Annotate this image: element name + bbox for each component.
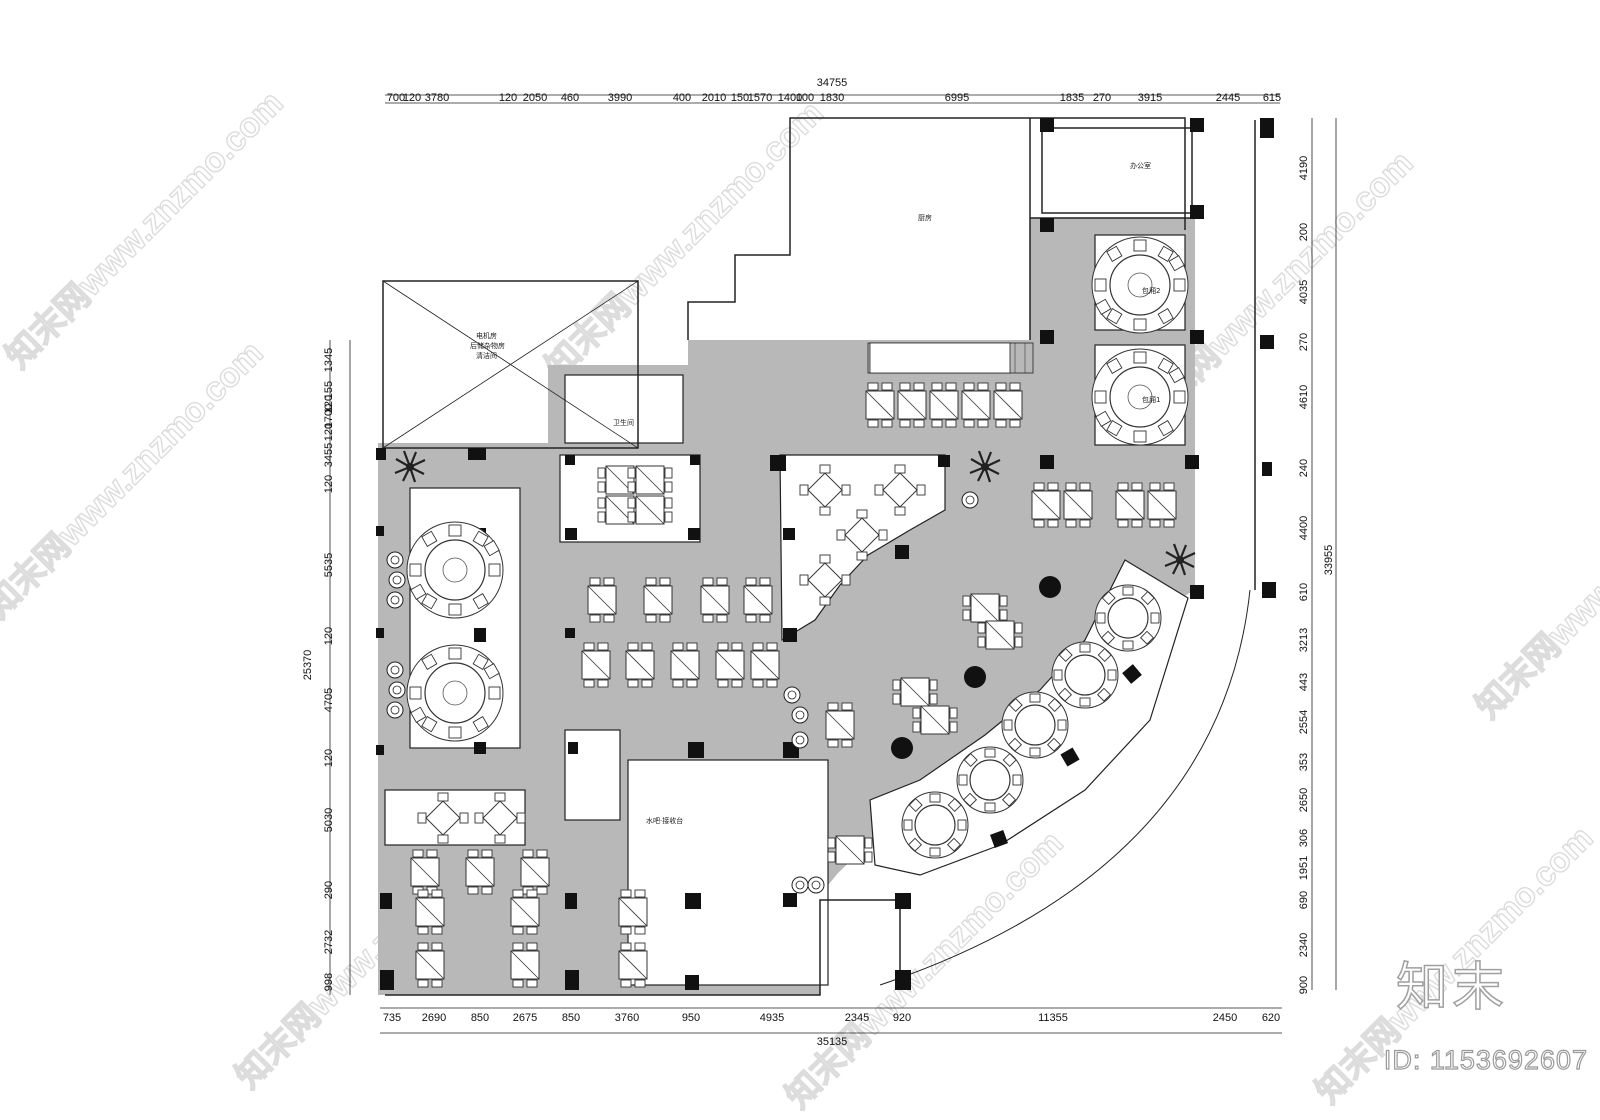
room-mech-3: 清洁间 bbox=[476, 351, 497, 360]
dim-right-seg: 240 bbox=[1298, 459, 1310, 477]
structural-columns bbox=[376, 118, 1276, 990]
dim-left-seg: 155 bbox=[323, 381, 335, 399]
dim-top-seg: 3990 bbox=[608, 92, 632, 104]
dim-left-seg: 1345 bbox=[323, 348, 335, 372]
dim-right-seg: 4400 bbox=[1298, 516, 1310, 540]
dim-left-seg: 290 bbox=[323, 881, 335, 899]
dim-bottom-seg: 950 bbox=[682, 1012, 700, 1024]
dim-left-seg: 5535 bbox=[323, 553, 335, 577]
dim-left-seg: 998 bbox=[323, 973, 335, 991]
dim-top-seg: 400 bbox=[673, 92, 691, 104]
dim-top-seg: 150 bbox=[731, 92, 749, 104]
dim-top-seg: 2010 bbox=[702, 92, 726, 104]
dim-left-seg: 120 bbox=[323, 627, 335, 645]
staircase bbox=[869, 342, 1011, 374]
svg-text:知末网www.znzmo.com: 知末网www.znzmo.com bbox=[1469, 434, 1600, 726]
dim-right-seg: 2340 bbox=[1298, 933, 1310, 957]
brand-logo-text: 知末 bbox=[1395, 957, 1508, 1019]
dim-top-seg: 1570 bbox=[748, 92, 772, 104]
dim-right-seg: 4190 bbox=[1298, 156, 1310, 180]
dim-right-seg: 4610 bbox=[1298, 385, 1310, 409]
dim-bottom-seg: 620 bbox=[1262, 1012, 1280, 1024]
dim-top-seg: 1835 bbox=[1060, 92, 1084, 104]
dim-right-seg: 270 bbox=[1298, 333, 1310, 351]
dim-bottom-seg: 2675 bbox=[513, 1012, 537, 1024]
dim-bottom-seg: 850 bbox=[471, 1012, 489, 1024]
dim-top-seg: 3915 bbox=[1138, 92, 1162, 104]
dim-right-seg: 1951 bbox=[1298, 856, 1310, 880]
dim-left-seg: 2732 bbox=[323, 930, 335, 954]
dim-top-seg: 120 bbox=[403, 92, 421, 104]
dim-left-seg: 120 bbox=[323, 395, 335, 413]
dimension-lines bbox=[329, 94, 1337, 1034]
dim-right-seg: 200 bbox=[1298, 223, 1310, 241]
room-private-2: 包厢2 bbox=[1142, 286, 1160, 295]
dim-right-total: 33955 bbox=[1323, 545, 1335, 576]
room-office: 办公室 bbox=[1130, 161, 1151, 170]
dim-right-seg: 3213 bbox=[1298, 628, 1310, 652]
dim-left-seg: 1700 bbox=[323, 404, 335, 428]
dim-left-seg: 120 bbox=[323, 749, 335, 767]
room-mech-1: 电机房 bbox=[476, 331, 497, 340]
dim-bottom-seg: 850 bbox=[562, 1012, 580, 1024]
dim-left-seg: 4705 bbox=[323, 688, 335, 712]
dim-left-seg: 120 bbox=[323, 423, 335, 441]
dim-bottom-seg: 920 bbox=[893, 1012, 911, 1024]
dim-bottom-seg: 2450 bbox=[1213, 1012, 1237, 1024]
room-private-1: 包厢1 bbox=[1142, 395, 1160, 404]
svg-text:知末网www.znzmo.com: 知末网www.znzmo.com bbox=[0, 84, 291, 376]
dim-right-seg: 2650 bbox=[1298, 788, 1310, 812]
dim-top-seg: 3780 bbox=[425, 92, 449, 104]
dim-top-seg: 270 bbox=[1093, 92, 1111, 104]
dim-right-seg: 353 bbox=[1298, 753, 1310, 771]
room-outlines bbox=[382, 117, 1256, 996]
planters bbox=[386, 449, 1197, 894]
dim-left-seg: 120 bbox=[323, 475, 335, 493]
dim-top-seg: 700 bbox=[387, 92, 405, 104]
room-mech-2: 后储杂物房 bbox=[470, 341, 505, 350]
dim-right-seg: 4035 bbox=[1298, 280, 1310, 304]
dim-top-seg: 615 bbox=[1263, 92, 1281, 104]
dim-left-seg: 3455 bbox=[323, 443, 335, 467]
room-kitchen: 厨房 bbox=[918, 213, 932, 222]
dim-top-seg: 2050 bbox=[523, 92, 547, 104]
dim-right-seg: 2554 bbox=[1298, 710, 1310, 734]
dim-top-total: 34755 bbox=[817, 77, 848, 89]
dim-top-seg: 460 bbox=[561, 92, 579, 104]
dim-top-seg: 6995 bbox=[945, 92, 969, 104]
dim-right-seg: 610 bbox=[1298, 583, 1310, 601]
image-id-label: ID: 1153692607 bbox=[1383, 1044, 1588, 1075]
dim-right-seg: 443 bbox=[1298, 673, 1310, 691]
room-bar: 水吧·接收台 bbox=[646, 816, 683, 825]
dim-right-seg: 306 bbox=[1298, 829, 1310, 847]
dim-bottom-total: 35135 bbox=[817, 1036, 848, 1048]
svg-text:知末网www.znzmo.com: 知末网www.znzmo.com bbox=[0, 334, 271, 626]
dim-top-seg: 1830 bbox=[820, 92, 844, 104]
dim-top-seg: 1400 bbox=[778, 92, 802, 104]
room-labels: 厨房 办公室 电机房 后储杂物房 清洁间 卫生间 包厢2 包厢1 水吧·接收台 bbox=[470, 161, 1160, 825]
dim-bottom-seg: 3760 bbox=[615, 1012, 639, 1024]
dim-top-seg: 2445 bbox=[1216, 92, 1240, 104]
dim-top-seg: 120 bbox=[499, 92, 517, 104]
dim-bottom-seg: 11355 bbox=[1038, 1012, 1068, 1024]
dim-bottom-seg: 735 bbox=[383, 1012, 401, 1024]
dim-left-total: 25370 bbox=[302, 650, 314, 681]
room-toilet: 卫生间 bbox=[613, 418, 634, 427]
dim-bottom-seg: 2345 bbox=[845, 1012, 869, 1024]
dim-bottom-seg: 4935 bbox=[760, 1012, 784, 1024]
dim-right-seg: 900 bbox=[1298, 976, 1310, 994]
dim-right-seg: 690 bbox=[1298, 891, 1310, 909]
dim-bottom-seg: 2690 bbox=[422, 1012, 446, 1024]
dim-left-seg: 5030 bbox=[323, 808, 335, 832]
dim-top-seg: 100 bbox=[796, 92, 814, 104]
